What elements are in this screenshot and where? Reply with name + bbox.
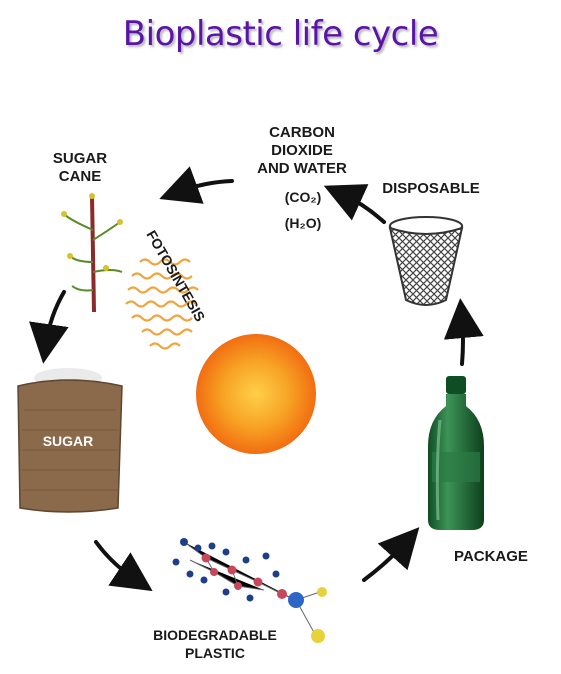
sugar-cane-label: SUGAR CANE xyxy=(40,150,120,186)
sun xyxy=(196,334,316,454)
biodegradable-line-2: PLASTIC xyxy=(185,645,245,661)
green-bottle xyxy=(428,376,484,530)
h2o-formula: (H₂O) xyxy=(284,215,322,231)
co2-formula: (CO₂) xyxy=(284,189,322,205)
arrow-co2-to-cane xyxy=(159,166,234,204)
mesh-cup xyxy=(388,216,464,306)
page-title: Bioplastic life cycle xyxy=(122,14,439,54)
sugar-sack-label: SUGAR xyxy=(43,433,94,449)
co2-water-line-1: CARBON xyxy=(269,124,335,141)
co2-water-label: CARBON DIOXIDE AND WATER xyxy=(232,124,372,178)
co2-water-line-3: AND WATER xyxy=(257,160,347,177)
arrow-cane-to-sugar xyxy=(29,290,69,364)
disposable-label: DISPOSABLE xyxy=(382,180,480,197)
arrow-cup-to-co2 xyxy=(323,184,386,224)
sugar-sack xyxy=(17,368,123,513)
plastic-molecules xyxy=(172,538,327,643)
cycle-arrows xyxy=(29,166,484,592)
co2-water-line-2: DIOXIDE xyxy=(271,142,333,159)
arrow-sugar-to-plastic xyxy=(94,540,153,592)
biodegradable-line-1: BIODEGRADABLE xyxy=(153,627,277,643)
sugar-cane-line-2: CANE xyxy=(58,168,102,185)
arrow-plastic-to-package xyxy=(362,527,420,582)
biodegradable-plastic-label: BIODEGRADABLE PLASTIC xyxy=(130,626,300,662)
package-label: PACKAGE xyxy=(454,548,528,565)
sugar-cane-line-1: SUGAR xyxy=(52,150,108,167)
arrow-package-to-cup xyxy=(443,298,484,366)
photosynthesis-waves xyxy=(125,258,199,350)
sugar-cane-plant xyxy=(61,193,123,313)
